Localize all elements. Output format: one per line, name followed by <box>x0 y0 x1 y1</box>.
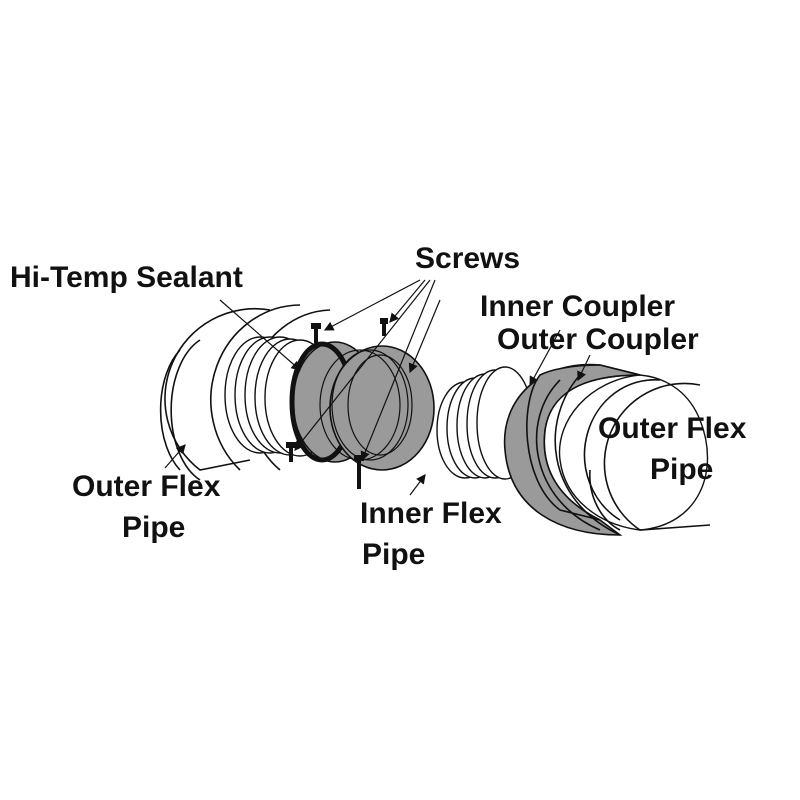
label-hi-temp-sealant: Hi-Temp Sealant <box>10 261 243 294</box>
label-outer-flex-pipe-left-2: Pipe <box>122 511 185 544</box>
leader-lines <box>164 279 591 496</box>
label-outer-flex-pipe-right-2: Pipe <box>650 453 713 486</box>
left-coupler <box>289 341 435 471</box>
label-outer-coupler: Outer Coupler <box>497 323 699 356</box>
label-inner-coupler: Inner Coupler <box>480 290 675 323</box>
right-outer-flex-pipe <box>558 374 711 531</box>
right-couplers <box>503 363 641 536</box>
label-screws: Screws <box>415 242 520 275</box>
label-inner-flex-pipe-1: Inner Flex <box>360 497 502 530</box>
label-outer-flex-pipe-right-1: Outer Flex <box>598 412 747 445</box>
screw-icons <box>286 318 388 489</box>
label-outer-flex-pipe-left-1: Outer Flex <box>72 470 221 503</box>
label-inner-flex-pipe-2: Pipe <box>362 538 425 571</box>
